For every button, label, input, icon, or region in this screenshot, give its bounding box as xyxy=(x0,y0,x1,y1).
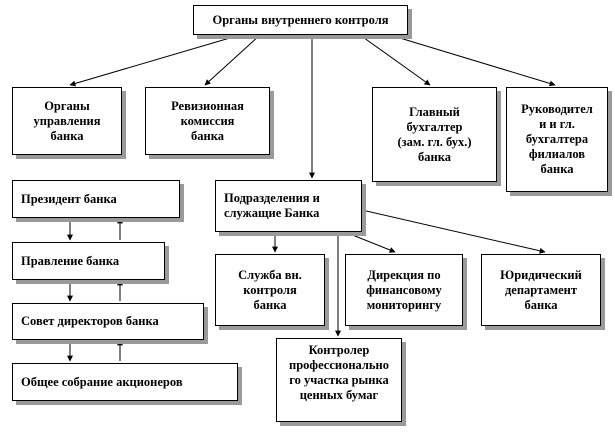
edge-root-branch-heads xyxy=(389,34,556,87)
node-internal-control-service: Служба вн. контроля банка xyxy=(215,254,325,326)
node-branch-heads: Руководител и и гл. бухгалтера филиалов … xyxy=(506,87,608,192)
node-bank-management-bodies: Органы управления банка xyxy=(12,87,122,155)
edge-root-chief-accountant xyxy=(359,34,431,86)
edge-root-audit xyxy=(204,34,261,86)
node-management-board: Правление банка xyxy=(12,242,165,280)
node-audit-commission: Ревизионная комиссия банка xyxy=(145,87,270,155)
edge-divisions-fin-monitoring xyxy=(344,231,396,253)
node-divisions-and-staff: Подразделения и служащие Банка xyxy=(215,180,362,232)
node-shareholders-meeting: Общее собрание акционеров xyxy=(12,363,238,401)
edge-divisions-legal xyxy=(361,209,546,254)
node-chief-accountant: Главный бухгалтер (зам. гл. бух.) банка xyxy=(372,87,497,182)
node-root: Органы внутреннего контроля xyxy=(193,5,408,35)
node-president: Президент банка xyxy=(12,180,180,218)
node-securities-controller: Контролер профессионально го участка рын… xyxy=(276,338,402,422)
node-legal-department: Юридический департамент банка xyxy=(481,254,601,326)
node-financial-monitoring: Дирекция по финансовому мониторингу xyxy=(345,254,463,326)
edge-root-bank-bodies xyxy=(69,34,241,87)
node-board-of-directors: Совет директоров банка xyxy=(12,303,204,340)
